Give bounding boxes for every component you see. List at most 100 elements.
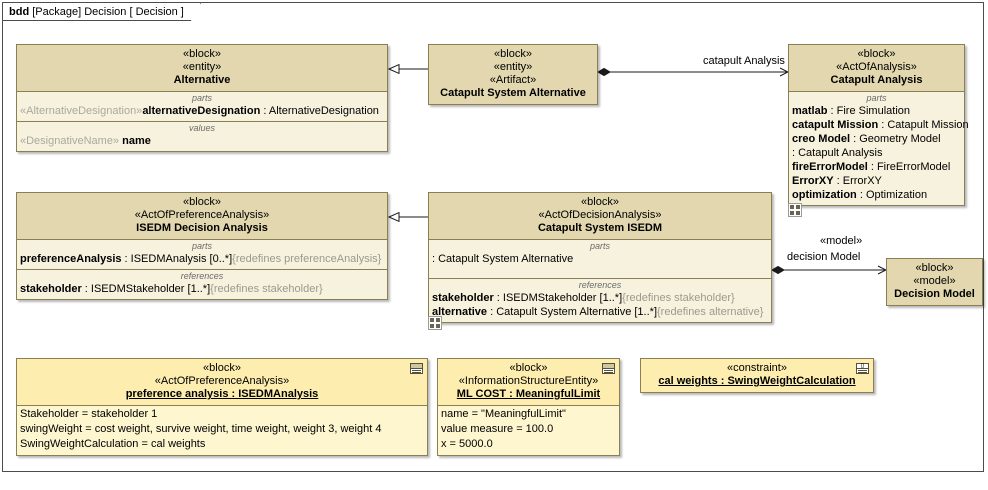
- reference-name: stakeholder: [20, 283, 82, 295]
- block-catapult-analysis-parts-section: parts matlab : Fire Simulation catapult …: [789, 91, 969, 205]
- slot-x: x = 5000.0: [441, 438, 493, 450]
- stereotype-block: «block»: [203, 362, 241, 374]
- block-isedm-parts-section: parts preferenceAnalysis : ISEDMAnalysis…: [17, 239, 387, 269]
- part-preference-analysis: preferenceAnalysis : ISEDMAnalysis [0..*…: [20, 252, 384, 266]
- reference-redefines: {redefines alternative}: [657, 306, 764, 318]
- part-row: creo Model : Geometry Model: [792, 132, 961, 146]
- part-row: catapult Mission : Catapult Mission: [792, 118, 969, 132]
- part-stereotype: «AlternativeDesignation»: [20, 105, 143, 117]
- reference-type: : Catapult System Alternative [1..*]: [487, 306, 657, 318]
- instance-preference-analysis-header: «block» «ActOfPreferenceAnalysis» prefer…: [17, 359, 427, 405]
- block-alternative-name: Alternative: [173, 74, 231, 86]
- connector-label-catapult-analysis: catapult Analysis: [703, 55, 785, 67]
- part-row: ErrorXY : ErrorXY: [792, 174, 961, 188]
- block-decision-model-name: Decision Model: [894, 288, 975, 300]
- stereotype-constraint: «constraint»: [727, 362, 787, 374]
- part-name: ErrorXY: [792, 175, 834, 187]
- stereotype-model: «model»: [913, 275, 956, 287]
- block-alternative-header: «block» «entity» Alternative: [17, 45, 387, 91]
- instance-preference-analysis[interactable]: «block» «ActOfPreferenceAnalysis» prefer…: [16, 358, 428, 456]
- block-catapult-system-alternative-name: Catapult System Alternative: [440, 87, 586, 99]
- part-name: catapult Mission: [792, 119, 879, 131]
- section-label-values: values: [188, 123, 215, 133]
- stereotype-act-of-decision-analysis: «ActOfDecisionAnalysis»: [538, 209, 662, 221]
- stereotype-entity: «entity»: [493, 61, 533, 73]
- stereotype-act-of-analysis: «ActOfAnalysis»: [836, 61, 917, 73]
- block-catapult-system-alternative[interactable]: «block» «entity» «Artifact» Catapult Sys…: [428, 44, 598, 105]
- part-row: matlab : Fire Simulation: [792, 104, 961, 118]
- part-name: fireErrorModel: [792, 161, 868, 173]
- block-catapult-system-alternative-header: «block» «entity» «Artifact» Catapult Sys…: [429, 45, 597, 104]
- block-alternative-parts-section: parts «AlternativeDesignation»alternativ…: [17, 91, 387, 121]
- reference-stakeholder: stakeholder : ISEDMStakeholder [1..*]{re…: [432, 291, 768, 305]
- stereotype-block: «block»: [915, 262, 954, 274]
- block-isedm-decision-analysis-name: ISEDM Decision Analysis: [136, 222, 268, 234]
- owned-element-marker-icon: [428, 316, 442, 330]
- diagram-title-label: [Package] Decision [ Decision ]: [32, 6, 184, 18]
- stereotype-block: «block»: [183, 196, 221, 208]
- instance-specification-icon: [410, 363, 423, 374]
- stereotype-block: «block»: [857, 48, 896, 60]
- part-row: : Catapult Analysis: [792, 146, 961, 160]
- section-label-references: references: [180, 271, 224, 281]
- slot-name: name = "MeaningfulLimit": [441, 408, 566, 420]
- block-alternative-values-section: values «DesignativeName» name: [17, 121, 387, 151]
- section-label-parts: parts: [589, 241, 610, 251]
- block-catapult-analysis[interactable]: «block» «ActOfAnalysis» Catapult Analysi…: [788, 44, 969, 206]
- stereotype-entity: «entity»: [182, 61, 222, 73]
- block-isedm-decision-analysis[interactable]: «block» «ActOfPreferenceAnalysis» ISEDM …: [16, 192, 388, 300]
- part-row: fireErrorModel : FireErrorModel: [792, 160, 961, 174]
- stereotype-act-of-preference-analysis: «ActOfPreferenceAnalysis»: [134, 209, 270, 221]
- instance-preference-analysis-slots: Stakeholder = stakeholder 1 swingWeight …: [17, 405, 427, 455]
- part-type: : AlternativeDesignation: [260, 105, 379, 117]
- block-catapult-analysis-name: Catapult Analysis: [830, 74, 923, 86]
- part-name: creo Model: [792, 133, 851, 145]
- instance-cal-weights-header: {} «constraint» cal weights : SwingWeigh…: [641, 359, 873, 392]
- part-type: : Fire Simulation: [827, 105, 910, 117]
- part-name: preferenceAnalysis: [20, 253, 122, 265]
- section-label-parts: parts: [191, 93, 212, 103]
- instance-specification-icon: [602, 363, 615, 374]
- owned-element-marker-icon: [788, 203, 802, 217]
- reference-type: : ISEDMStakeholder [1..*]: [81, 283, 211, 295]
- block-catapult-system-isedm-header: «block» «ActOfDecisionAnalysis» Catapult…: [429, 193, 771, 239]
- part-type: : Catapult Mission: [878, 119, 969, 131]
- part-catapult-system-alternative: : Catapult System Alternative: [432, 253, 574, 265]
- slot-swing-weight: swingWeight = cost weight, survive weigh…: [20, 423, 382, 435]
- section-label-parts: parts: [191, 241, 212, 251]
- stereotype-artifact: «Artifact»: [489, 74, 537, 86]
- part-type: : ErrorXY: [833, 175, 882, 187]
- block-catapult-analysis-header: «block» «ActOfAnalysis» Catapult Analysi…: [789, 45, 964, 91]
- instance-ml-cost-name: ML COST : MeaningfulLimit: [456, 388, 601, 400]
- diagram-kind-label: bdd: [9, 6, 30, 18]
- instance-ml-cost-slots: name = "MeaningfulLimit" value measure =…: [438, 405, 619, 455]
- instance-ml-cost-header: «block» «InformationStructureEntity» ML …: [438, 359, 619, 405]
- part-row: optimization : Optimization: [792, 188, 961, 202]
- part-type: : Geometry Model: [850, 133, 941, 145]
- block-alternative[interactable]: «block» «entity» Alternative parts «Alte…: [16, 44, 388, 152]
- reference-redefines: {redefines stakeholder}: [210, 283, 323, 295]
- connector-label-decision-model: decision Model: [787, 251, 861, 263]
- part-type: : Catapult Analysis: [792, 147, 883, 159]
- slot-value-measure: value measure = 100.0: [441, 423, 554, 435]
- part-name: optimization: [792, 189, 857, 201]
- stereotype-block: «block»: [494, 48, 532, 60]
- diagram-frame-header: bdd [Package] Decision [ Decision ]: [3, 3, 201, 21]
- block-isedm-parts-section: parts : Catapult System Alternative: [429, 239, 771, 278]
- reference-type: : ISEDMStakeholder [1..*]: [493, 292, 623, 304]
- instance-preference-analysis-name: preference analysis : ISEDMAnalysis: [125, 388, 319, 400]
- instance-cal-weights[interactable]: {} «constraint» cal weights : SwingWeigh…: [640, 358, 874, 393]
- block-decision-model[interactable]: «block» «model» Decision Model: [886, 258, 983, 306]
- reference-name: stakeholder: [432, 292, 494, 304]
- value-name: «DesignativeName» name: [20, 134, 384, 148]
- stereotype-block: «block»: [581, 196, 619, 208]
- instance-cal-weights-name: cal weights : SwingWeightCalculation: [658, 375, 856, 387]
- instance-ml-cost[interactable]: «block» «InformationStructureEntity» ML …: [437, 358, 620, 456]
- stereotype-information-structure-entity: «InformationStructureEntity»: [458, 375, 599, 387]
- part-redefines: {redefines preferenceAnalysis}: [232, 253, 382, 265]
- part-type: : ISEDMAnalysis [0..*]: [121, 253, 233, 265]
- slot-stakeholder: Stakeholder = stakeholder 1: [20, 408, 158, 420]
- block-catapult-system-isedm[interactable]: «block» «ActOfDecisionAnalysis» Catapult…: [428, 192, 772, 323]
- section-label-references: references: [578, 280, 622, 290]
- block-decision-model-header: «block» «model» Decision Model: [887, 259, 982, 305]
